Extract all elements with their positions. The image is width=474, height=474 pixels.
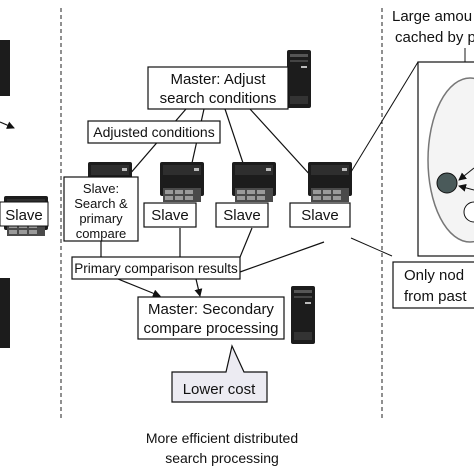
lower-cost-callout xyxy=(171,344,268,403)
cache-ellipse xyxy=(427,77,474,243)
slave-detail-line4: compare xyxy=(76,226,127,241)
left-panel: Slave xyxy=(0,40,49,348)
cache-node-light xyxy=(463,201,474,223)
primary-results-label: Primary comparison results xyxy=(74,261,238,276)
cache-arrow-2 xyxy=(458,183,474,192)
master-secondary-line1: Master: Secondary xyxy=(148,301,274,318)
slave-label-4: Slave xyxy=(301,207,339,224)
lower-cost-label: Lower cost xyxy=(183,381,256,398)
master-server-bottom xyxy=(291,286,315,344)
slave-label-2: Slave xyxy=(151,207,189,224)
slave-server-2 xyxy=(160,162,204,202)
caption-line2: search processing xyxy=(165,450,279,466)
arrow-results-to-master1 xyxy=(117,278,161,298)
center-panel: Master: Adjust search conditions Adjuste… xyxy=(63,50,352,466)
left-arrow xyxy=(0,121,15,129)
line-slave4-results xyxy=(239,241,325,273)
zoom-line-top xyxy=(350,61,419,173)
slave-detail-line1: Slave: xyxy=(83,181,119,196)
line-slave3-results xyxy=(237,227,253,263)
slave-server-4 xyxy=(308,162,352,202)
arrow-results-to-master2 xyxy=(194,278,203,297)
slave-detail-line2: Search & xyxy=(74,196,128,211)
master-server-top xyxy=(287,50,311,108)
slave-box-3 xyxy=(215,202,269,228)
slave-server-3 xyxy=(232,162,276,202)
adjusted-conditions-label: Adjusted conditions xyxy=(93,124,214,140)
primary-results-box xyxy=(71,256,241,280)
cache-arrow-1 xyxy=(458,167,474,181)
right-panel: Large amou cached by pa Only nod from pa… xyxy=(350,8,474,309)
master-adjust-line1: Master: Adjust xyxy=(170,71,266,88)
left-server-bottom xyxy=(0,278,10,348)
right-top-line1: Large amou xyxy=(392,8,472,25)
right-bottom-line1: Only nod xyxy=(404,267,464,284)
slave-detail-box xyxy=(63,176,139,242)
right-top-line2: cached by pa xyxy=(395,29,474,46)
slave-detail-line3: primary xyxy=(79,211,123,226)
right-bottom-line2: from past xyxy=(404,288,467,305)
left-slave-box xyxy=(0,201,49,227)
cache-node-dark xyxy=(436,172,458,194)
slave-box-2 xyxy=(143,202,197,228)
master-secondary-line2: compare processing xyxy=(143,320,278,337)
adjusted-conditions-box xyxy=(87,120,221,144)
slave-box-4 xyxy=(289,202,351,228)
slave-label-3: Slave xyxy=(223,207,261,224)
left-server-top xyxy=(0,40,10,96)
caption-line1: More efficient distributed xyxy=(146,430,298,446)
master-adjust-line2: search conditions xyxy=(160,90,277,107)
zoom-line-bottom xyxy=(350,237,393,257)
master-secondary-box xyxy=(137,296,285,340)
right-bottom-box xyxy=(392,261,474,309)
master-adjust-box xyxy=(147,66,289,110)
left-slave-label: Slave xyxy=(5,207,43,224)
